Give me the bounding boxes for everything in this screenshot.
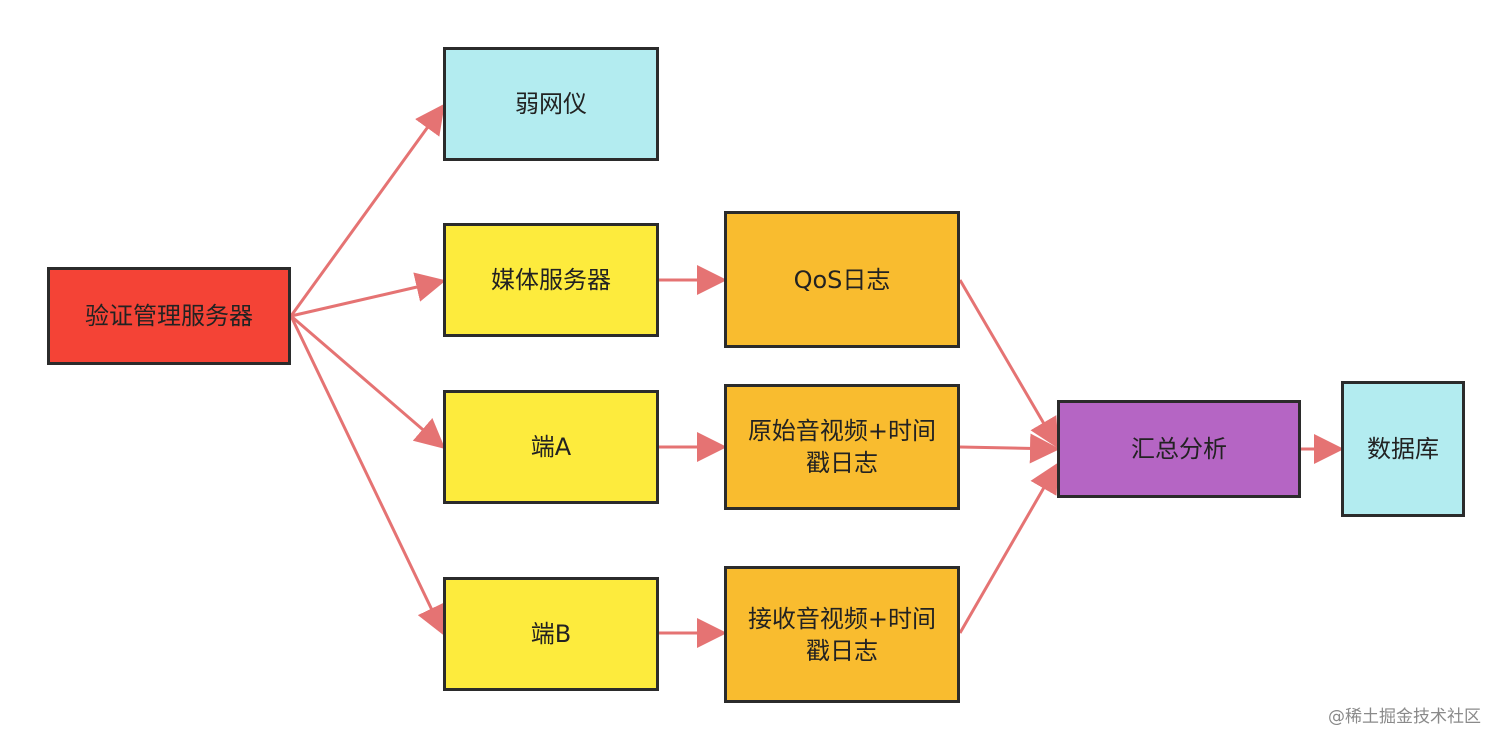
edge-raw-av-log-to-summary — [959, 433, 1060, 464]
node-end-b: 端B — [443, 577, 659, 691]
node-database: 数据库 — [1341, 381, 1465, 517]
node-raw-av-log: 原始音视频+时间 戳日志 — [724, 384, 960, 510]
edge-recv-av-log-to-summary — [958, 462, 1059, 634]
node-end-a: 端A — [443, 390, 659, 504]
watermark: @稀土掘金技术社区 — [1328, 707, 1481, 727]
edge-auth-server-to-end-b — [289, 315, 445, 636]
edge-group — [289, 103, 1344, 648]
node-auth-server: 验证管理服务器 — [47, 267, 291, 365]
edge-auth-server-to-weak-network — [289, 103, 445, 317]
edge-auth-server-to-media-server — [290, 272, 446, 318]
node-media-server: 媒体服务器 — [443, 223, 659, 337]
edge-auth-server-to-end-a — [290, 314, 446, 449]
node-summary: 汇总分析 — [1057, 400, 1301, 498]
node-qos-log: QoS日志 — [724, 211, 960, 348]
node-weak-network: 弱网仪 — [443, 47, 659, 161]
edge-qos-log-to-summary — [958, 279, 1059, 449]
node-recv-av-log: 接收音视频+时间 戳日志 — [724, 566, 960, 703]
